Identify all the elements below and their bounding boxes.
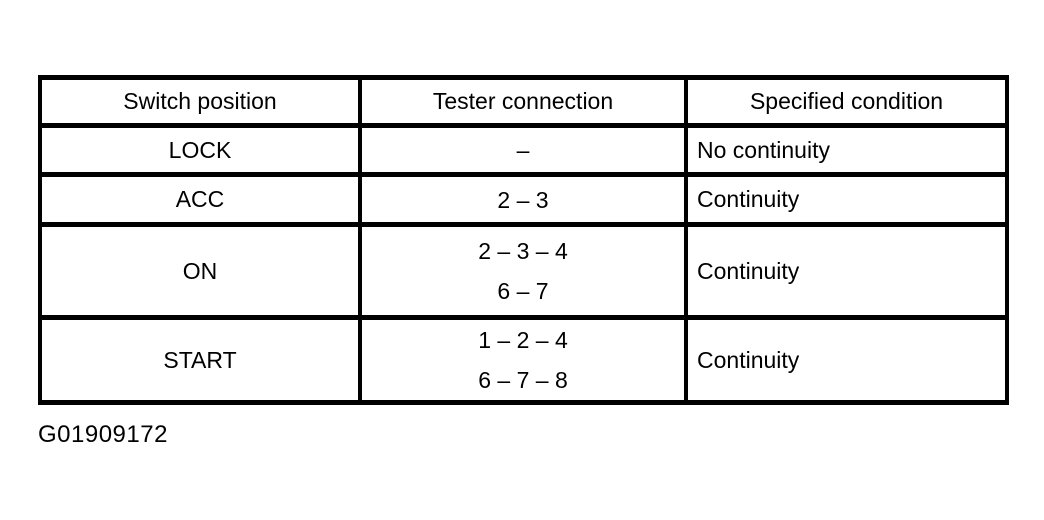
cell-tester-lock: – xyxy=(358,123,688,177)
cell-tester-acc: 2 – 3 xyxy=(358,172,688,227)
cell-condition-lock: No continuity xyxy=(684,123,1009,177)
tester-line: 2 – 3 – 4 xyxy=(478,238,568,264)
header-specified-condition: Specified condition xyxy=(684,75,1009,128)
table-row-on: ON 2 – 3 – 4 6 – 7 Continuity xyxy=(38,222,1009,320)
figure-id-caption: G01909172 xyxy=(38,421,168,448)
tester-line: 6 – 7 xyxy=(497,278,549,304)
cell-condition-on: Continuity xyxy=(684,222,1009,320)
cell-position-acc: ACC xyxy=(38,172,362,227)
table-header-row: Switch position Tester connection Specif… xyxy=(38,75,1009,128)
header-tester-connection: Tester connection xyxy=(358,75,688,128)
table-row-start: START 1 – 2 – 4 6 – 7 – 8 Continuity xyxy=(38,315,1009,405)
tester-line: 6 – 7 – 8 xyxy=(478,367,568,393)
cell-tester-on: 2 – 3 – 4 6 – 7 xyxy=(358,222,688,320)
tester-line: 2 – 3 xyxy=(497,186,549,213)
cell-position-start: START xyxy=(38,315,362,405)
cell-tester-start: 1 – 2 – 4 6 – 7 – 8 xyxy=(358,315,688,405)
cell-position-on: ON xyxy=(38,222,362,320)
ignition-switch-continuity-table: Switch position Tester connection Specif… xyxy=(38,75,1009,405)
tester-line: – xyxy=(516,137,530,163)
table-row-lock: LOCK – No continuity xyxy=(38,123,1009,177)
table-row-acc: ACC 2 – 3 Continuity xyxy=(38,172,1009,227)
cell-condition-acc: Continuity xyxy=(684,172,1009,227)
tester-line: 1 – 2 – 4 xyxy=(478,327,568,353)
cell-position-lock: LOCK xyxy=(38,123,362,177)
header-switch-position: Switch position xyxy=(38,75,362,128)
cell-condition-start: Continuity xyxy=(684,315,1009,405)
